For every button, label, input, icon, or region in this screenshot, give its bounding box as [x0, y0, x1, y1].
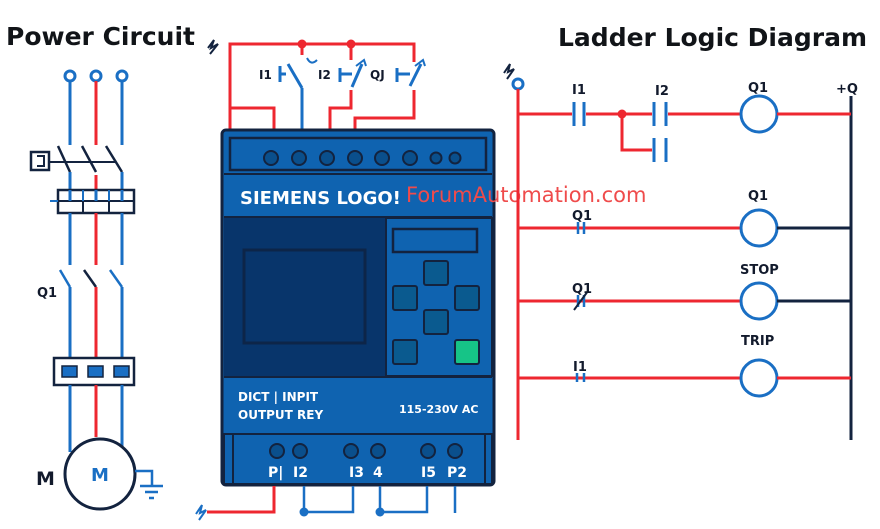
- terminal-screw-icon: [292, 443, 308, 459]
- plc-brand-label: SIEMENS LOGO!: [240, 188, 401, 209]
- terminal-l3-icon: [115, 69, 129, 83]
- coil-q1-icon: [739, 94, 779, 134]
- terminal-screw-icon: [269, 443, 285, 459]
- terminal-screw-icon: [291, 150, 307, 166]
- right-rail-label: +Q: [836, 82, 858, 97]
- terminal-screw-icon: [448, 151, 462, 165]
- lcd-screen: [242, 248, 367, 345]
- terminal-screw-icon: [447, 443, 463, 459]
- switch-i2-icon: [328, 55, 367, 130]
- terminal-label-i3: I3: [349, 465, 364, 481]
- rung2-coil-label: Q1: [748, 189, 768, 204]
- terminal-screw-icon: [429, 151, 443, 165]
- coil-q1-icon: [739, 208, 779, 248]
- rung-4: I1 TRIP: [518, 334, 851, 398]
- terminal-label-p2: P2: [447, 465, 467, 481]
- terminal-screw-icon: [319, 150, 335, 166]
- junction-dot: [299, 507, 309, 517]
- terminal-label-p1: P|: [268, 465, 283, 481]
- contactor-label: Q1: [37, 286, 57, 301]
- power-circuit: Q1 M M: [29, 69, 163, 511]
- key-down-button[interactable]: [423, 309, 449, 335]
- motor-outer-label: M: [36, 468, 55, 490]
- switch-i1-icon: [278, 57, 318, 130]
- ground-icon: [135, 469, 163, 500]
- terminal-screw-icon: [374, 150, 390, 166]
- switch-i2-label: I2: [318, 68, 331, 82]
- key-esc-button[interactable]: [392, 339, 418, 365]
- left-rail-terminal-icon: [511, 77, 525, 91]
- overload-relay-icon: [52, 356, 136, 387]
- rung-1: I1 I2 Q1: [518, 81, 851, 162]
- bottom-terminal-strip: [223, 433, 493, 485]
- rung4-coil-label: TRIP: [741, 334, 774, 349]
- ladder-diagram: +Q I1 I2 Q1 Q1 Q1: [503, 63, 858, 440]
- terminal-l2-icon: [89, 69, 103, 83]
- rung1-coil-label: Q1: [748, 81, 768, 96]
- terminal-screw-icon: [263, 150, 279, 166]
- terminal-screw-icon: [370, 443, 386, 459]
- switch-qj-icon: [353, 58, 426, 130]
- key-up-button[interactable]: [423, 260, 449, 286]
- coil-trip-icon: [739, 358, 779, 398]
- rung3-contact-label: Q1: [572, 282, 592, 297]
- key-left-button[interactable]: [392, 285, 418, 311]
- io-label-line1: DICT | INPIT: [238, 390, 319, 404]
- rung3-coil-label: STOP: [740, 263, 779, 278]
- rung4-contact-label: I1: [573, 360, 587, 375]
- terminal-label-4: 4: [373, 465, 383, 481]
- fuse-block-icon: [50, 188, 136, 215]
- voltage-label: 115-230V AC: [399, 403, 478, 416]
- rung1-contact2-label: I2: [655, 84, 669, 99]
- motor-icon: [63, 437, 137, 511]
- terminal-l1-icon: [63, 69, 77, 83]
- rung-3: Q1 STOP: [518, 263, 851, 321]
- input-wiring: I1 I2 QJ: [207, 39, 426, 130]
- status-display: [391, 227, 479, 254]
- junction-dot: [375, 507, 385, 517]
- bottom-terminals: [269, 443, 463, 459]
- terminal-label-i2: I2: [293, 465, 308, 481]
- top-terminals: [263, 150, 462, 166]
- contactor-q1-icon: [58, 269, 124, 288]
- power-circuit-title: Power Circuit: [6, 22, 195, 51]
- motor-inner-label: M: [91, 465, 109, 486]
- key-right-button[interactable]: [454, 285, 480, 311]
- watermark-text: ForumAutomation.com: [406, 183, 646, 207]
- io-label-line2: OUTPUT REY: [238, 408, 323, 422]
- disconnector-switch-icon: [29, 145, 124, 173]
- coil-stop-icon: [739, 281, 779, 321]
- rung-2: Q1 Q1: [518, 189, 851, 248]
- rung2-contact-label: Q1: [572, 209, 592, 224]
- key-ok-button[interactable]: [454, 339, 480, 365]
- switch-qj-label: QJ: [370, 68, 385, 82]
- lightning-icon: [195, 504, 207, 521]
- switch-i1-label: I1: [259, 68, 272, 82]
- terminal-screw-icon: [420, 443, 436, 459]
- plc-module: SIEMENS LOGO! DICT | INPIT OUTPUT REY 11…: [220, 128, 496, 487]
- rung1-contact1-label: I1: [572, 83, 586, 98]
- terminal-label-i5: I5: [421, 465, 436, 481]
- output-wiring: [195, 486, 457, 521]
- ladder-logic-title: Ladder Logic Diagram: [558, 23, 867, 52]
- terminal-screw-icon: [347, 150, 363, 166]
- lightning-icon: [207, 39, 219, 55]
- terminal-screw-icon: [402, 150, 418, 166]
- terminal-screw-icon: [343, 443, 359, 459]
- lightning-icon: [503, 63, 515, 80]
